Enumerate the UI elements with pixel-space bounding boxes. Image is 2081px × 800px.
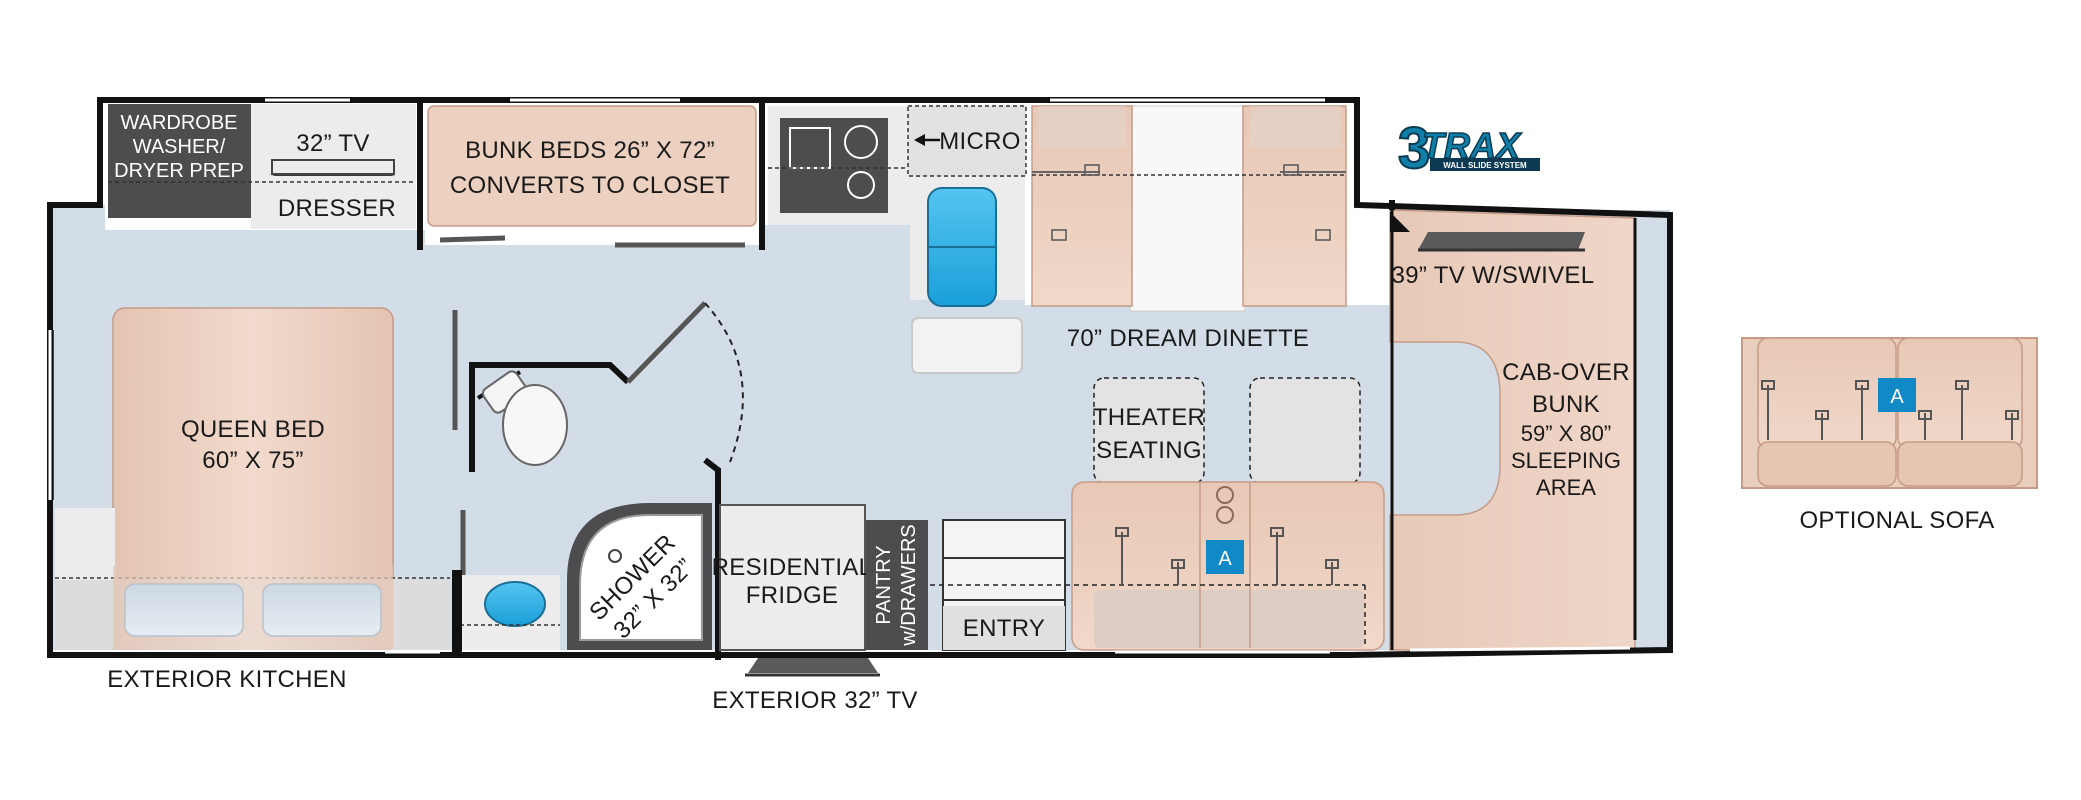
cooktop — [780, 118, 888, 213]
exterior-walls — [47, 97, 1673, 658]
cab-tv — [1418, 232, 1585, 250]
cab-over-label: BUNK — [1532, 391, 1600, 418]
bunk-beds — [427, 105, 757, 227]
exterior-tv — [748, 658, 878, 673]
dinette-table — [1129, 105, 1246, 312]
cab-tv-label: 39” TV W/SWIVEL — [1392, 262, 1595, 289]
dinette-label: 70” DREAM DINETTE — [1067, 325, 1309, 352]
wardrobe-cabinet — [108, 104, 251, 218]
pillow — [124, 583, 244, 637]
cab-over-bunk — [1389, 209, 1636, 651]
cab-over-label: CAB-OVER — [1502, 359, 1630, 386]
shower-drain — [608, 549, 622, 563]
bunk-beds-label: BUNK BEDS 26” X 72” — [465, 137, 715, 164]
pantry-label: PANTRY — [873, 545, 895, 624]
marker-a — [1206, 540, 1244, 574]
sofa-marker-a-label: A — [1890, 386, 1904, 408]
bunk-beds-label: CONVERTS TO CLOSET — [450, 172, 730, 199]
3trax-logo: 3 TRAX WALL SLIDE SYSTEM — [1397, 115, 1540, 182]
cab-over-label: AREA — [1536, 475, 1596, 500]
optional-sofa: A — [1741, 337, 2038, 489]
cab-over-label: 59” X 80” — [1521, 421, 1612, 446]
theater-seat-footrest — [1249, 377, 1361, 484]
logo-tagline: WALL SLIDE SYSTEM — [1443, 161, 1527, 170]
toilet — [481, 370, 568, 466]
queen-bed-label: 60” X 75” — [202, 447, 303, 474]
pantry-label: w/DRAWERS — [898, 524, 920, 646]
dresser-label: DRESSER — [278, 195, 396, 222]
residential-fridge — [719, 504, 866, 651]
theater-label: THEATER — [1093, 404, 1205, 431]
fridge-label: FRIDGE — [746, 582, 838, 609]
theater-seat-footrest — [1093, 377, 1205, 484]
kitchen-counter-extension — [911, 317, 1023, 374]
entry-label: ENTRY — [963, 615, 1045, 642]
micro-label: MICRO — [939, 128, 1021, 155]
pantry — [866, 520, 928, 650]
theater-label: SEATING — [1096, 437, 1202, 464]
queen-bed-label: QUEEN BED — [181, 416, 325, 443]
bathroom-sink — [484, 581, 546, 627]
exterior-kitchen-label: EXTERIOR KITCHEN — [107, 666, 347, 693]
cab-over-label: SLEEPING — [1511, 448, 1621, 473]
wardrobe-label: WASHER/ — [133, 136, 226, 158]
dresser-cabinet — [251, 104, 416, 229]
exterior-tv-label: EXTERIOR 32” TV — [712, 687, 917, 714]
pillow — [262, 583, 382, 637]
wardrobe-label: WARDROBE — [120, 112, 237, 134]
wardrobe-label: DRYER PREP — [114, 160, 244, 182]
logo-mark: 3 — [1398, 116, 1430, 181]
bedroom-tv-label: 32” TV — [296, 130, 369, 157]
sofa-marker-a — [1878, 378, 1916, 412]
marker-a-label: A — [1218, 548, 1232, 570]
optional-sofa-label: OPTIONAL SOFA — [1799, 507, 1994, 534]
fridge-label: RESIDENTIAL — [712, 554, 873, 581]
